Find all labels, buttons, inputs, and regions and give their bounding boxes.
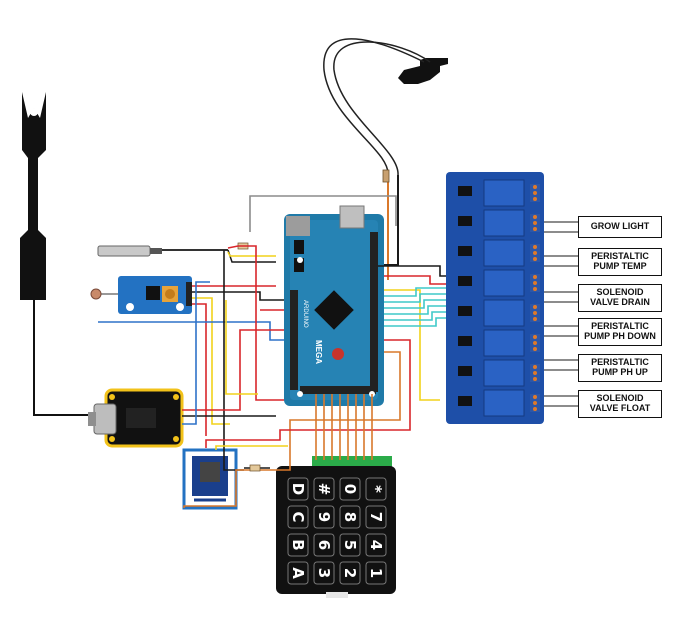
keypad-key-label: #: [315, 483, 333, 496]
keypad-key-label: 6: [315, 540, 333, 550]
keypad-key[interactable]: D: [287, 477, 309, 501]
keypad-key[interactable]: 7: [365, 505, 387, 529]
keypad-key-label: 2: [341, 568, 359, 578]
keypad-key-label: 1: [367, 568, 385, 578]
keypad-key[interactable]: 8: [339, 505, 361, 529]
keypad-key-label: 0: [341, 484, 359, 494]
relay-channel: [458, 359, 540, 387]
keypad-key[interactable]: 5: [339, 533, 361, 557]
ph-sensor-board: [88, 388, 184, 448]
light-sensor-module: [90, 276, 192, 314]
keypad-key-label: B: [289, 539, 307, 550]
arduino-mega: MEGA ARDUINO: [284, 205, 384, 406]
wires: [98, 195, 581, 508]
keypad-key-label: C: [289, 511, 307, 522]
label-pump-temp: PERISTALTIC PUMP TEMP: [578, 248, 662, 276]
keypad-key-label: D: [289, 483, 307, 495]
relay-board: [446, 172, 544, 424]
keypad-key[interactable]: B: [287, 533, 309, 557]
label-valve-drain: SOLENOID VALVE DRAIN: [578, 284, 662, 312]
relay-channel: [458, 329, 540, 357]
relay-channel: [458, 209, 540, 237]
keypad-key-label: 8: [341, 512, 359, 522]
keypad-key[interactable]: 3: [313, 561, 335, 585]
keypad-key[interactable]: 6: [313, 533, 335, 557]
keypad-key[interactable]: A: [287, 561, 309, 585]
keypad-key-label: *: [367, 485, 385, 493]
keypad-key-label: A: [289, 567, 307, 579]
label-valve-float: SOLENOID VALVE FLOAT: [578, 390, 662, 418]
keypad-key-label: 3: [315, 568, 333, 578]
label-pump-ph-down: PERISTALTIC PUMP PH DOWN: [578, 318, 662, 346]
keypad-key[interactable]: #: [313, 477, 335, 501]
relay-channel: [458, 389, 540, 417]
board-brand: ARDUINO: [302, 300, 308, 328]
keypad-key[interactable]: 4: [365, 533, 387, 557]
label-grow-light: GROW LIGHT: [578, 216, 662, 238]
keypad-key[interactable]: 1: [365, 561, 387, 585]
keypad-key[interactable]: 2: [339, 561, 361, 585]
keypad-key[interactable]: C: [287, 505, 309, 529]
keypad-key[interactable]: *: [365, 477, 387, 501]
relay-channel: [458, 239, 540, 267]
temperature-probe: [97, 242, 249, 257]
label-pump-ph-up: PERISTALTIC PUMP PH UP: [578, 354, 662, 382]
keypad-key[interactable]: 0: [339, 477, 361, 501]
ph-probe: [20, 92, 46, 300]
float-switch: [398, 58, 448, 84]
keypad-key-label: 5: [341, 540, 359, 550]
board-name: MEGA: [314, 340, 323, 364]
relay-channel: [458, 299, 540, 327]
keypad-key-label: 7: [367, 512, 385, 522]
keypad-key-label: 9: [315, 512, 333, 522]
keypad-key[interactable]: 9: [313, 505, 335, 529]
relay-channel: [458, 269, 540, 297]
relay-channel: [458, 179, 540, 207]
keypad-key-label: 4: [367, 540, 385, 550]
wifi-module: [182, 448, 238, 510]
